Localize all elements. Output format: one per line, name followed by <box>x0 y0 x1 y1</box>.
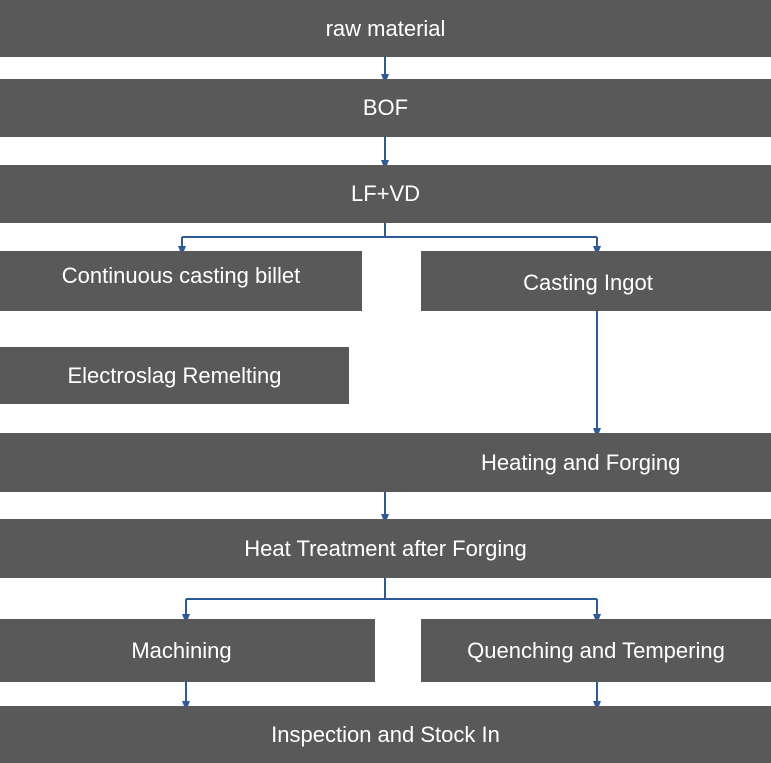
step-label: Heat Treatment after Forging <box>244 535 527 561</box>
step-inspection-and-stock-in: Inspection and Stock In <box>0 706 771 763</box>
step-label: Casting Ingot <box>523 270 653 295</box>
step-label: raw material <box>325 15 446 41</box>
step-continuous-casting-billet: Continuous casting billet <box>0 251 362 311</box>
step-label: Inspection and Stock In <box>271 721 500 747</box>
step-label: Electroslag Remelting <box>67 362 282 388</box>
step-lf-vd: LF+VD <box>0 165 771 223</box>
step-quenching-and-tempering: Quenching and Tempering <box>421 619 771 682</box>
step-label: BOF <box>362 95 409 120</box>
step-electroslag-remelting: Electroslag Remelting <box>0 347 349 404</box>
step-machining: Machining <box>0 619 375 682</box>
step-casting-ingot: Casting Ingot <box>421 251 771 311</box>
step-raw-material: raw material <box>0 0 771 57</box>
step-label: Quenching and Tempering <box>467 637 725 663</box>
step-label: Machining <box>131 637 232 663</box>
step-heating-and-forging: Heating and Forging <box>0 433 771 492</box>
step-label: Heating and Forging <box>481 449 681 475</box>
step-heat-treatment-after-forging: Heat Treatment after Forging <box>0 519 771 578</box>
step-label: Continuous casting billet <box>61 263 301 288</box>
step-bof: BOF <box>0 79 771 137</box>
step-label: LF+VD <box>350 181 421 206</box>
